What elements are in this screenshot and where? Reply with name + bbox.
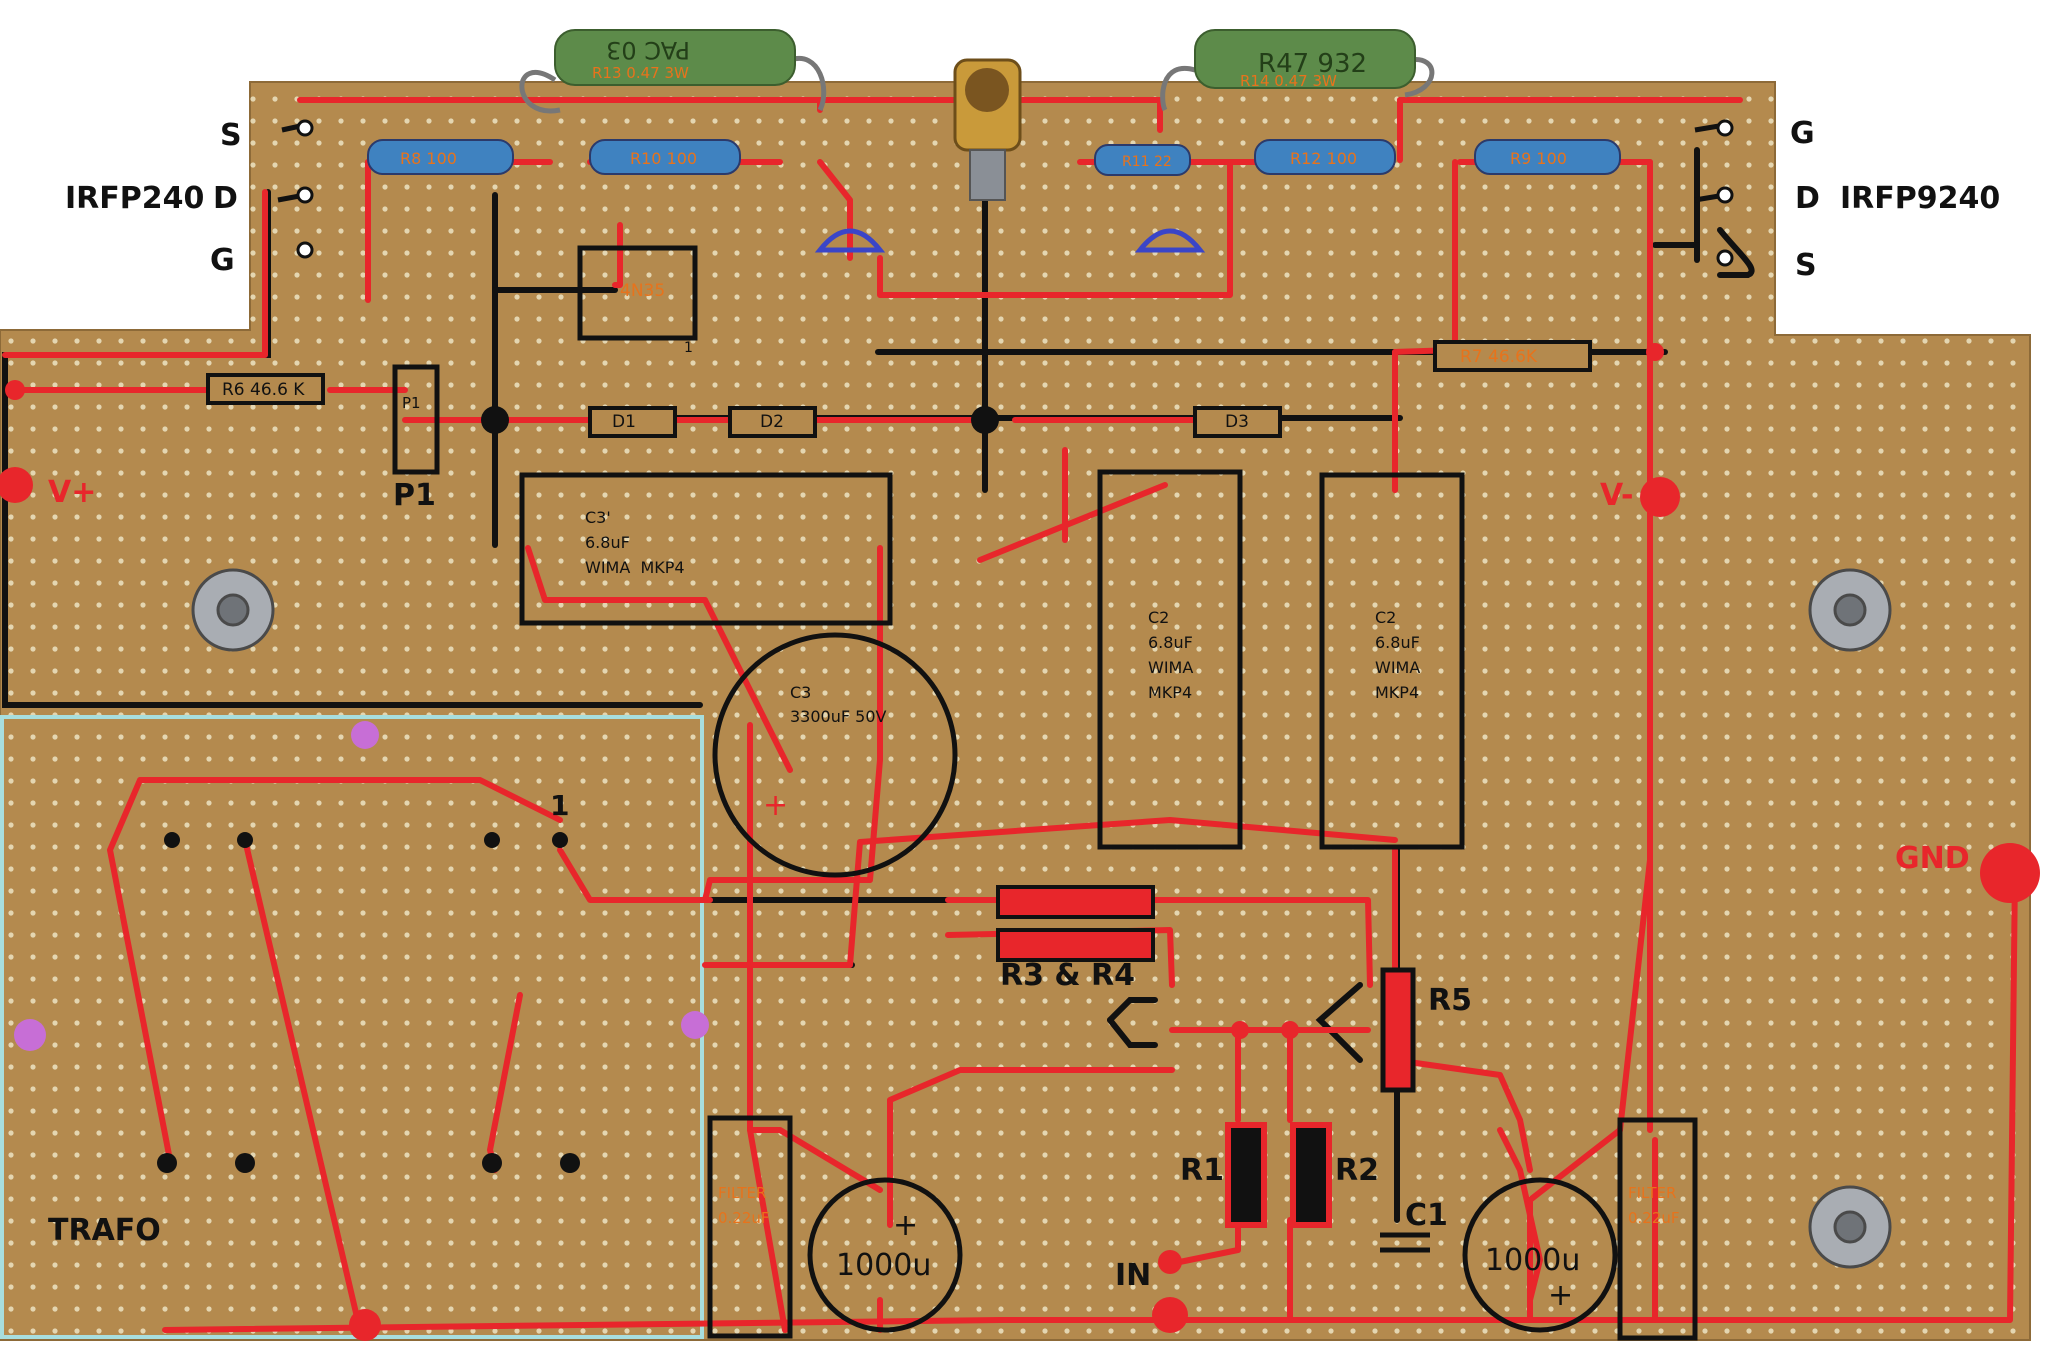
pin-d-left: D [213,181,238,216]
small-resistors [367,139,1621,176]
pin-s-right: S [1795,248,1817,283]
r11-label: R11 22 [1122,154,1172,170]
filter-left-line1: FILTER [718,1184,766,1202]
red-traces [2,97,2018,1333]
d1-label: D1 [612,412,636,432]
r10-label: R10 100 [630,149,697,168]
c2a-type2: MKP4 [1148,683,1192,702]
lower-components [996,885,1430,1253]
pin-s-left: S [220,118,242,153]
c3-value: 3300uF 50V [790,707,887,726]
r6-label: R6 46.6 K [222,380,305,400]
power-resistor-r13 [519,29,827,114]
pin-g-right: G [1790,116,1815,151]
r13-body-text: PAC 03 [606,36,690,64]
cap-1000-left-plus: + [893,1208,918,1243]
cap-1000-right-value: 1000u [1485,1243,1580,1278]
r8-label: R8 100 [400,149,457,168]
d3-label: D3 [1225,412,1249,432]
device-irfp9240: IRFP9240 [1840,181,2000,216]
r2-label: R2 [1335,1153,1379,1188]
r5-label: R5 [1428,983,1472,1018]
r14-body-text: R47 932 [1258,49,1367,79]
r12-label: R12 100 [1290,149,1357,168]
c2b-name: C2 [1375,608,1396,627]
center-bolt [953,58,1022,201]
in-label: IN [1115,1258,1151,1293]
trafo-label: TRAFO [48,1213,161,1248]
r9-label: R9 100 [1510,149,1567,168]
r7-label: R7 46.6K [1460,347,1538,367]
component-outlines [392,245,1698,1341]
device-irfp240: IRFP240 [65,181,204,216]
junction-dots [0,343,2040,1341]
r14-label: R14 0.47 3W [1240,72,1337,90]
mounting-bolts [191,568,1892,1269]
c3prime-name: C3' [585,508,611,527]
filter-right-line1: FILTER [1628,1184,1676,1202]
opto-label: 4N35 [620,281,665,301]
vplus-label: V+ [48,475,96,510]
c2b-type2: MKP4 [1375,683,1419,702]
blue-diode-symbols [814,228,1206,253]
p1-label: P1 [393,478,436,513]
opto-pin1: 1 [684,340,693,356]
c3-name: C3 [790,683,811,702]
cap-1000-right-plus: + [1548,1278,1573,1313]
c2a-value: 6.8uF [1148,633,1193,652]
gnd-label: GND [1895,841,1970,876]
filter-right-line2: 0.22uF [1628,1209,1680,1227]
c1-label: C1 [1405,1198,1448,1233]
r1-label: R1 [1180,1153,1224,1188]
r3r4-label: R3 & R4 [1000,958,1135,993]
trafo-pin-label: 1 [550,789,569,822]
resistor-outlines [206,340,1592,438]
c3-plus: + [763,788,788,823]
transistor-pins [296,119,1734,267]
c2b-type1: WIMA [1375,658,1420,677]
d2-label: D2 [760,412,784,432]
c3prime-type: WIMA MKP4 [585,558,685,577]
p1-pin-label: P1 [402,394,421,412]
pin-g-left: G [210,243,235,278]
r13-label: R13 0.47 3W [592,64,689,82]
c2a-type1: WIMA [1148,658,1193,677]
perfboard-holes [0,82,2030,1340]
c3prime-value: 6.8uF [585,533,630,552]
c2b-value: 6.8uF [1375,633,1420,652]
cap-1000-left-value: 1000u [836,1248,931,1283]
filter-left-line2: 0.22uF [718,1209,770,1227]
pin-d-right: D [1795,181,1820,216]
power-resistor-r14 [1160,29,1435,112]
trafo-pins [157,832,580,1173]
c2a-name: C2 [1148,608,1169,627]
vminus-label: V- [1600,478,1634,513]
